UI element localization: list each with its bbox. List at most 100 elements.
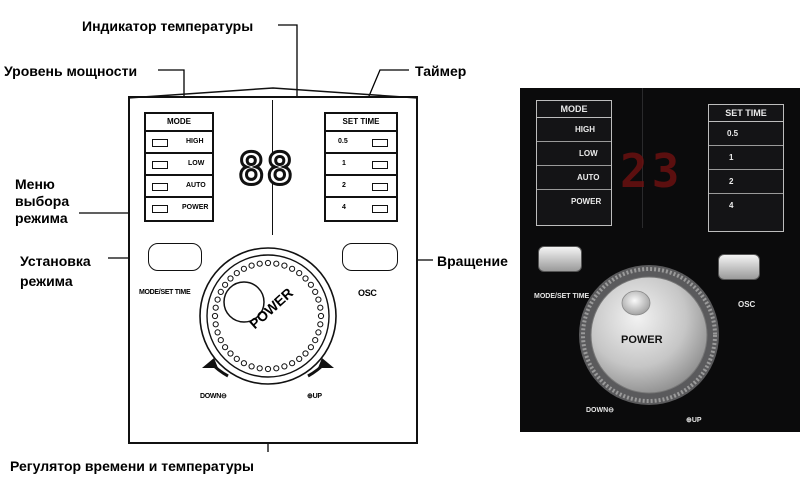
dial-grip-dot xyxy=(289,265,296,272)
photo-dial-label: POWER xyxy=(621,334,663,346)
callout-mode-menu-line3: режима xyxy=(15,210,68,226)
dial-grip-dot xyxy=(264,259,272,267)
photo-mode-label: LOW xyxy=(579,149,598,158)
set-time-header: SET TIME xyxy=(326,114,396,132)
photo-set-time-value: 1 xyxy=(729,153,734,162)
dial-grip-dot xyxy=(256,365,263,372)
dial-grip-dot xyxy=(227,275,234,282)
set-time-value: 2 xyxy=(342,182,346,189)
set-time-row[interactable]: 2 xyxy=(326,176,396,198)
photo-mode-label: AUTO xyxy=(577,173,600,182)
callout-mode-menu-line1: Меню xyxy=(15,176,55,192)
panel-top-bevel xyxy=(128,87,418,99)
dial-grip-dot xyxy=(315,329,322,336)
dial-grip-dot xyxy=(302,350,309,357)
osc-label: OSC xyxy=(358,288,377,298)
photo-power-knob[interactable] xyxy=(574,253,724,413)
set-time-row[interactable]: 1 xyxy=(326,154,396,176)
set-time-box: SET TIME 0.5 1 2 4 xyxy=(324,112,398,222)
mode-row-label: HIGH xyxy=(186,138,204,145)
callout-mode-set-line1: Установка xyxy=(20,253,91,269)
mode-row-auto[interactable]: AUTO xyxy=(146,176,212,198)
callout-mode-set-line2: режима xyxy=(20,273,73,289)
photo-mode-row[interactable]: POWER xyxy=(537,190,611,214)
temperature-display: 88 xyxy=(237,144,295,195)
mode-row-power[interactable]: POWER xyxy=(146,198,212,220)
mode-box: MODE HIGH LOW AUTO POWER xyxy=(144,112,214,222)
callout-regulator: Регулятор времени и температуры xyxy=(10,458,254,474)
dial-grip-dot xyxy=(281,363,288,370)
photo-down-label: DOWN⊖ xyxy=(586,407,615,414)
dial-grip-dot xyxy=(248,262,255,269)
mode-led-indicator xyxy=(152,205,168,213)
dial-grip-dot xyxy=(312,337,319,344)
set-time-led-indicator xyxy=(372,205,388,213)
photo-set-time-header: SET TIME xyxy=(709,105,783,122)
set-time-row[interactable]: 0.5 xyxy=(326,132,396,154)
dial-grip-dot xyxy=(212,304,219,311)
photo-osc-label: OSC xyxy=(738,300,756,309)
mode-row-label: POWER xyxy=(182,204,209,211)
dial-grip-dot xyxy=(317,321,324,328)
photo-mode-row[interactable]: LOW xyxy=(537,142,611,166)
dial-grip-dot xyxy=(289,360,296,367)
callout-temperature-indicator: Индикатор температуры xyxy=(82,18,254,34)
photo-set-time-row[interactable]: 0.5 xyxy=(709,122,783,146)
down-label: DOWN⊖ xyxy=(200,393,227,400)
set-time-value: 0.5 xyxy=(338,138,348,145)
set-time-value: 1 xyxy=(342,160,346,167)
callout-power-level: Уровень мощности xyxy=(4,63,138,79)
power-dial[interactable] xyxy=(188,234,352,404)
photo-set-time-row[interactable]: 1 xyxy=(709,146,783,170)
mode-row-high[interactable]: HIGH xyxy=(146,132,212,154)
photo-mode-set-time-button[interactable] xyxy=(538,246,582,272)
mode-set-time-button[interactable] xyxy=(148,243,202,271)
up-label: ⊕UP xyxy=(307,393,322,400)
mode-led-indicator xyxy=(152,183,168,191)
dial-grip-dot xyxy=(281,262,288,269)
set-time-row[interactable]: 4 xyxy=(326,198,396,220)
photo-mode-row[interactable]: HIGH xyxy=(537,118,611,142)
dial-grip-dot xyxy=(307,281,315,288)
dial-grip-dot xyxy=(307,344,315,351)
set-time-led-indicator xyxy=(372,183,388,191)
callout-mode-menu-line2: выбора xyxy=(15,193,70,209)
photo-mode-label: HIGH xyxy=(575,125,595,134)
dial-grip-dot xyxy=(273,260,280,267)
photo-mode-box: MODE HIGH LOW AUTO POWER xyxy=(536,100,612,226)
set-time-value: 4 xyxy=(342,204,346,211)
photo-set-time-box: SET TIME 0.5 1 2 4 xyxy=(708,104,784,232)
dial-grip-dot xyxy=(296,270,303,277)
dial-grip-dot xyxy=(214,329,221,336)
dial-grip-dot xyxy=(222,344,229,351)
mode-led-indicator xyxy=(152,161,168,169)
photo-set-time-row[interactable]: 4 xyxy=(709,194,783,218)
mode-header: MODE xyxy=(146,114,212,132)
mode-row-low[interactable]: LOW xyxy=(146,154,212,176)
dial-grip-dot xyxy=(264,365,272,373)
mode-row-label: LOW xyxy=(188,160,205,167)
set-time-led-indicator xyxy=(372,161,388,169)
photo-mode-header: MODE xyxy=(537,101,611,118)
dial-grip-dot xyxy=(273,365,280,372)
dial-grip-dot xyxy=(312,288,319,296)
photo-osc-button[interactable] xyxy=(718,254,760,280)
mode-row-label: AUTO xyxy=(186,182,206,189)
dial-grip-dot xyxy=(211,312,219,320)
dial-grip-dot xyxy=(317,304,324,311)
dial-grip-dot xyxy=(214,296,221,303)
photo-seam xyxy=(642,88,643,228)
dial-grip-dot xyxy=(217,337,224,344)
mode-set-time-label: MODE/SET TIME xyxy=(139,289,191,296)
dial-grip-dot xyxy=(240,360,248,367)
device-photo: MODE HIGH LOW AUTO POWER SET TIME 0.5 1 … xyxy=(520,88,800,432)
dial-grip-dot xyxy=(212,321,219,328)
osc-button[interactable] xyxy=(342,243,398,271)
photo-set-time-row[interactable]: 2 xyxy=(709,170,783,194)
dial-grip-dot xyxy=(233,355,240,363)
dial-grip-dot xyxy=(315,296,322,303)
dial-grip-dot xyxy=(317,312,325,320)
photo-mode-row[interactable]: AUTO xyxy=(537,166,611,190)
photo-temperature-display: 23 xyxy=(620,144,684,198)
mode-led-indicator xyxy=(152,139,168,147)
